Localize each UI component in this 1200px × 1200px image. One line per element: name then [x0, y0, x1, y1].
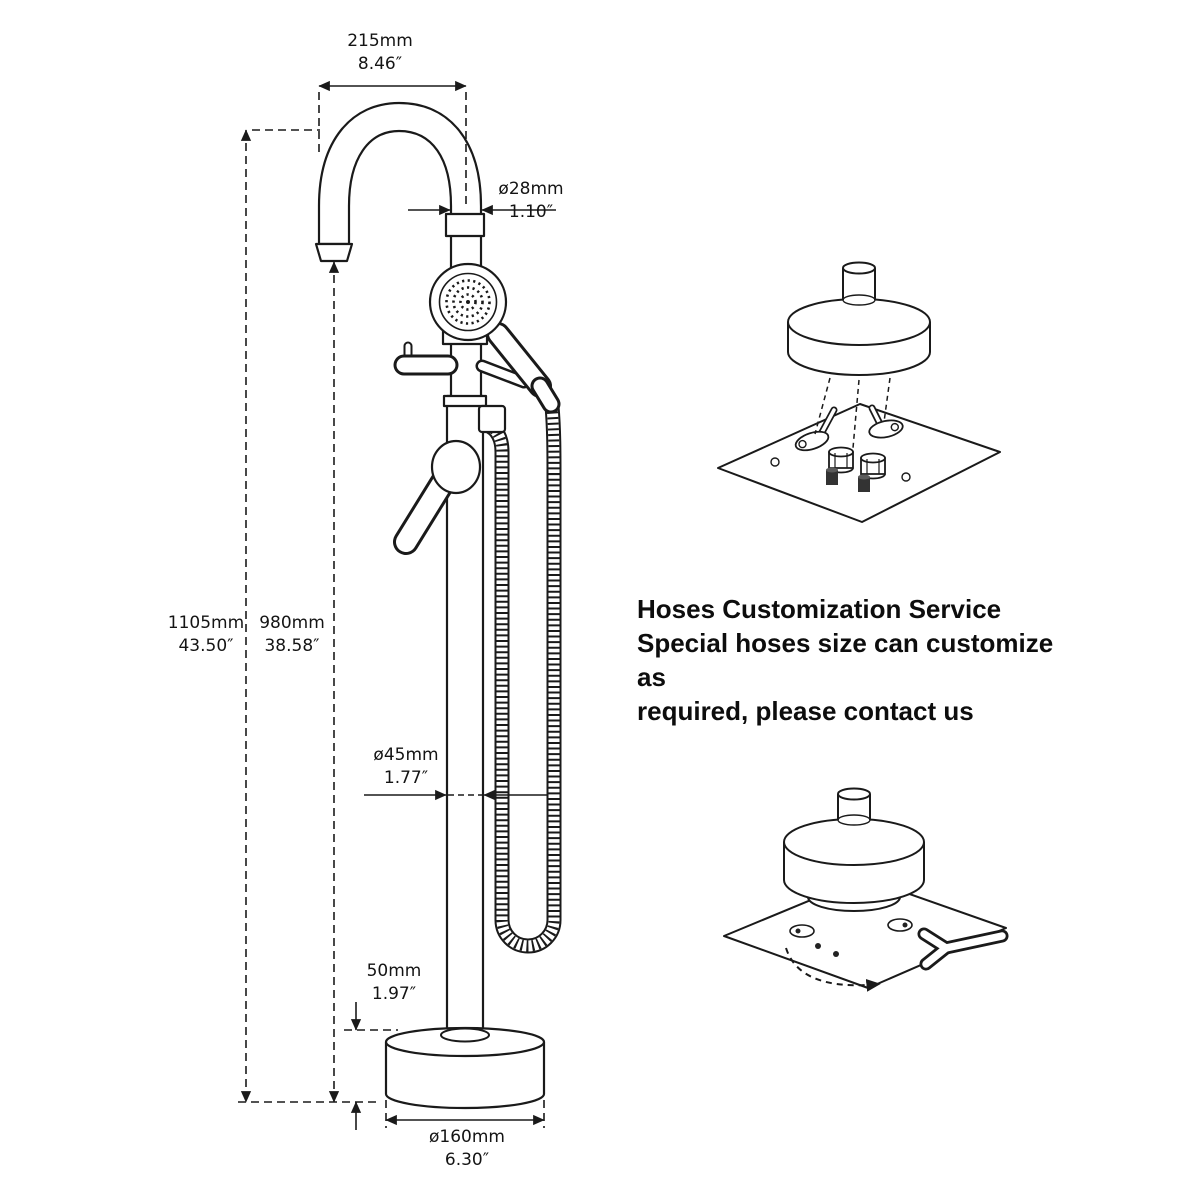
dim-value-inch: 43.50″	[178, 636, 234, 656]
dim-value-inch: 1.10″	[508, 202, 554, 222]
dim-value-mm: 50mm	[366, 961, 422, 981]
diverter-handle	[393, 341, 459, 376]
escutcheon-cover	[787, 261, 931, 376]
dim-value-inch: 8.46″	[357, 54, 403, 74]
mount-exploded-illustration	[717, 261, 1001, 523]
hand-shower-icon	[428, 262, 561, 414]
dim-value-inch: 38.58″	[264, 636, 320, 656]
dim-label-pipe-diameter: ø28mm 1.10″	[476, 178, 586, 224]
dim-label-spout-reach: 215mm 8.46″	[320, 30, 440, 76]
dim-value-mm: 1105mm	[167, 613, 245, 633]
mount-installed-illustration	[723, 787, 1009, 992]
dim-value-mm: 215mm	[347, 31, 413, 51]
faucet-column	[445, 394, 485, 1042]
shower-holder	[475, 359, 531, 389]
mounting-ear-left	[794, 430, 830, 452]
hose-tee	[477, 404, 507, 434]
faucet-base	[384, 1026, 546, 1110]
shower-hose-icon	[483, 405, 562, 954]
body-ring	[442, 394, 488, 408]
dim-value-inch: 6.30″	[444, 1150, 490, 1170]
dim-value-inch: 1.77″	[383, 768, 429, 788]
escutcheon-cover	[783, 787, 925, 904]
pipe-nut	[444, 212, 486, 238]
wrench-icon	[917, 927, 1009, 971]
dim-label-total-height: 1105mm 43.50″	[146, 612, 266, 658]
mixer-lever	[393, 439, 482, 555]
mounting-plate	[717, 403, 1001, 523]
alignment-leaders	[814, 377, 891, 449]
customization-note: Hoses Customization Service Special hose…	[637, 592, 1057, 728]
gooseneck-spout	[317, 101, 483, 246]
dim-value-mm: ø45mm	[373, 745, 439, 765]
dim-value-mm: ø160mm	[429, 1127, 505, 1147]
note-line-1: Hoses Customization Service	[637, 594, 1002, 624]
anchor-bolts	[826, 467, 870, 492]
rotation-arrow-icon	[785, 947, 881, 992]
dimension-lines	[238, 80, 556, 1130]
dim-label-base-diameter: ø160mm 6.30″	[407, 1126, 527, 1172]
note-line-3: required, please contact us	[637, 696, 974, 726]
dim-label-spout-height: 980mm 38.58″	[242, 612, 342, 658]
dim-value-inch: 1.97″	[371, 984, 417, 1004]
note-line-2: Special hoses size can customize as	[637, 628, 1054, 692]
dim-label-base-height: 50mm 1.97″	[344, 960, 444, 1006]
dim-label-column-diameter: ø45mm 1.77″	[351, 744, 461, 790]
mounting-ear-right	[868, 419, 904, 439]
spout-tip	[314, 242, 354, 263]
faucet-drawing	[314, 101, 562, 1110]
dim-value-mm: ø28mm	[498, 179, 564, 199]
dim-value-mm: 980mm	[259, 613, 325, 633]
hex-nuts	[828, 446, 886, 480]
